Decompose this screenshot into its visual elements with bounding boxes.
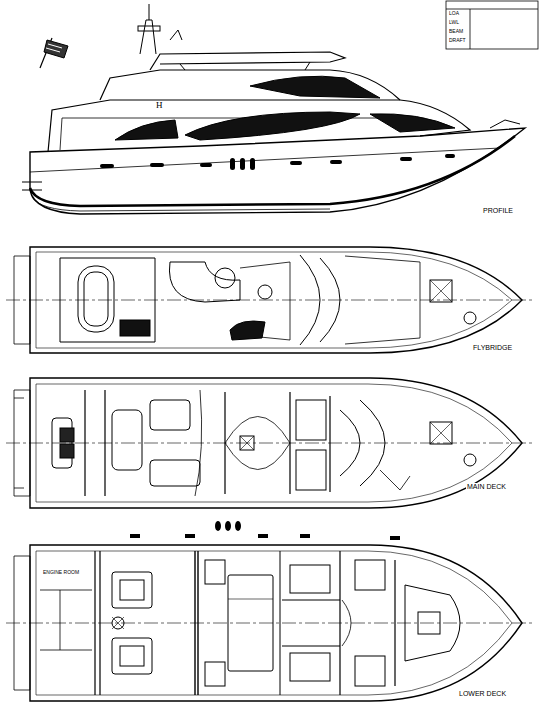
lower-deck-plan bbox=[6, 521, 534, 701]
particulars-label: LWL bbox=[448, 20, 460, 26]
particulars-label: BEAM bbox=[448, 29, 464, 35]
view-title: PROFILE bbox=[482, 207, 514, 215]
svg-text:H: H bbox=[156, 100, 163, 110]
view-title: LOWER DECK bbox=[458, 690, 507, 698]
view-title: MAIN DECK bbox=[466, 483, 507, 491]
flybridge-plan bbox=[6, 247, 534, 353]
particulars-label: DRAFT bbox=[448, 38, 467, 44]
particulars-label: LOA bbox=[448, 11, 460, 17]
view-title: FLYBRIDGE bbox=[472, 344, 513, 352]
room-label: ENGINE ROOM bbox=[42, 570, 80, 576]
profile-view: H bbox=[22, 4, 525, 214]
particulars-table bbox=[446, 1, 538, 49]
main-deck-plan bbox=[6, 378, 534, 508]
